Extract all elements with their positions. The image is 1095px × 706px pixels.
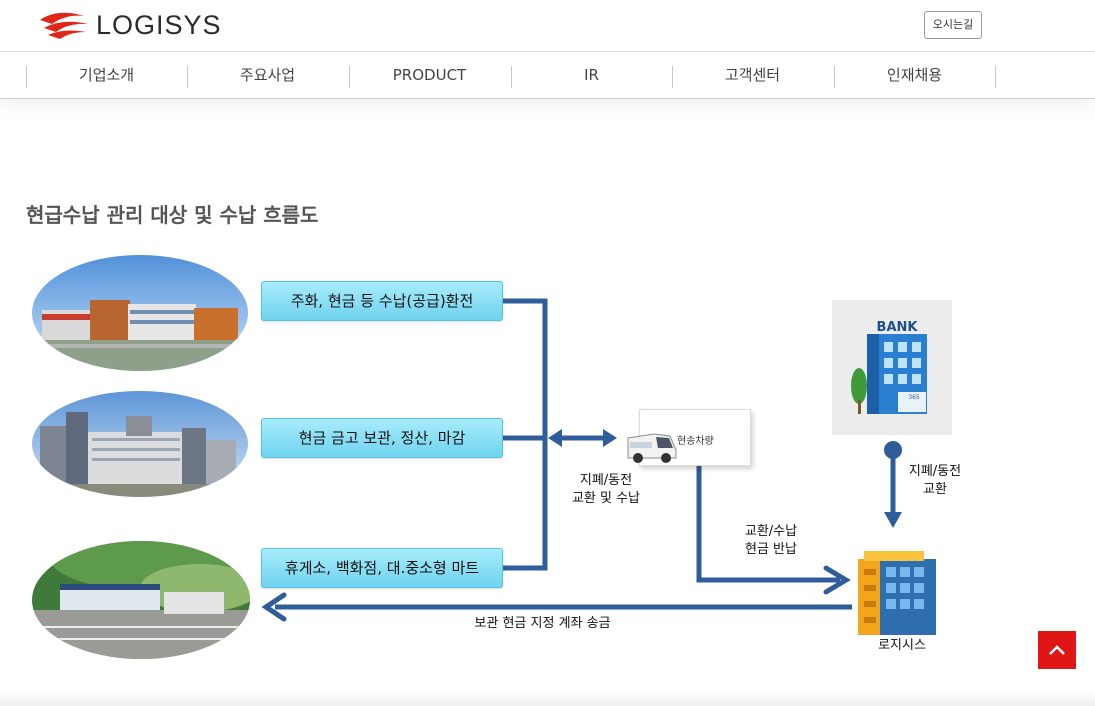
department-store-photo [32, 391, 248, 497]
retail-locations-box: 휴게소, 백화점, 대.중소형 마트 [261, 548, 503, 588]
main-nav: 기업소개 주요사업 PRODUCT IR 고객센터 인재채용 [0, 52, 1095, 99]
bank-365-badge: 365 [908, 394, 920, 401]
company-building-icon [858, 551, 936, 635]
nav-divider [995, 66, 996, 88]
scroll-top-button[interactable] [1038, 631, 1076, 669]
nav-divider [26, 66, 27, 88]
nav-item-product[interactable]: PRODUCT [392, 66, 467, 84]
logo[interactable]: LOGISYS [38, 8, 222, 42]
supply-exchange-box: 주화, 현금 등 수납(공급)환전 [261, 281, 503, 321]
chevron-up-icon [1049, 645, 1065, 655]
nav-item-support[interactable]: 고객센터 [724, 66, 781, 84]
bank-building-icon: BANK 365 [851, 320, 927, 414]
nav-item-business[interactable]: 주요사업 [239, 66, 296, 84]
nav-divider [834, 66, 835, 88]
return-cash-text: 교환/수납 현금 반납 [744, 524, 798, 557]
logo-swoosh-icon [40, 12, 88, 39]
nav-divider [511, 66, 512, 88]
company-name: 로지시스 [878, 638, 926, 653]
exchange-deposit-text: 지폐/동전 교환 및 수납 [571, 473, 641, 506]
transfer-text: 보관 현금 지정 계좌 송금 [474, 616, 611, 631]
nav-item-ir[interactable]: IR [584, 66, 599, 84]
van-icon [627, 433, 677, 463]
footer-shade [0, 690, 1095, 706]
cash-transport-vehicle: 현송차량 [627, 409, 751, 466]
van-label: 현송차량 [677, 436, 714, 447]
nav-item-company[interactable]: 기업소개 [78, 66, 135, 84]
directions-button[interactable]: 오시는길 [924, 11, 982, 39]
bank-exchange-text: 지폐/동전 교환 [908, 464, 962, 497]
logo-text: LOGISYS [96, 9, 222, 40]
site-header: LOGISYS 오시는길 [0, 0, 1095, 52]
page-title: 현급수납 관리 대상 및 수납 흐름도 [26, 203, 319, 227]
vault-settlement-box: 현금 금고 보관, 정산, 마감 [261, 418, 503, 458]
nav-divider [187, 66, 188, 88]
bank-sign: BANK [877, 320, 919, 335]
nav-divider [349, 66, 350, 88]
bank: BANK 365 [832, 300, 952, 435]
nav-divider [672, 66, 673, 88]
mall-photo [32, 255, 248, 371]
rest-area-photo [32, 541, 250, 659]
nav-item-careers[interactable]: 인재채용 [886, 66, 943, 84]
